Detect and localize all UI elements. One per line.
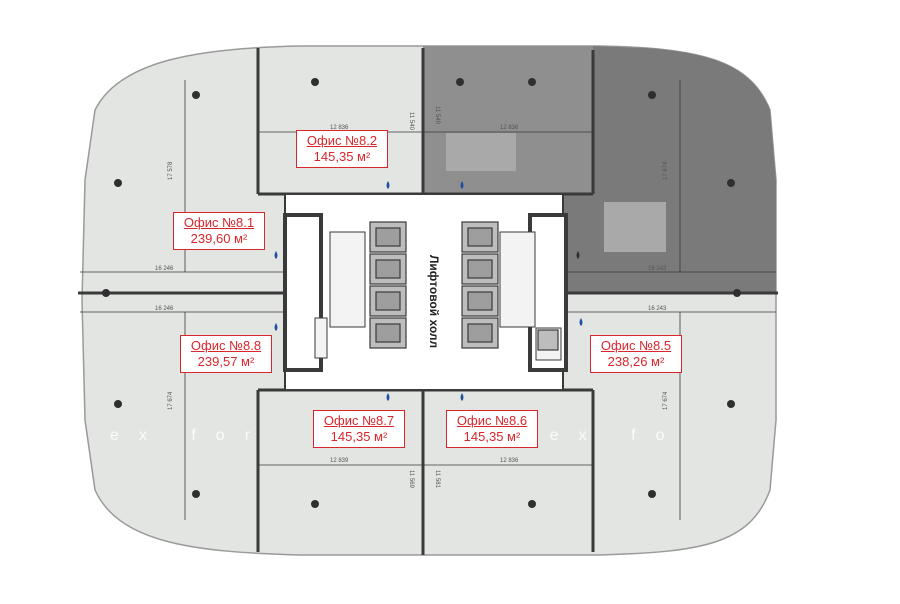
office-title: Офис №8.7 (323, 413, 395, 428)
office-title: Офис №8.2 (306, 133, 378, 148)
dim-right-width-lower: 16 243 (648, 306, 667, 312)
office-label-8-1[interactable]: Офис №8.1 239,60 м² (173, 212, 265, 250)
dim-left-width-lower: 16 246 (155, 306, 174, 312)
office-label-8-5[interactable]: Офис №8.5 238,26 м² (590, 335, 682, 373)
building-core (283, 193, 568, 391)
office-label-8-2[interactable]: Офис №8.2 145,35 м² (296, 130, 388, 168)
dim-top-height-left: 11 540 (408, 112, 414, 131)
office-title: Офис №8.5 (600, 338, 672, 353)
office-area: 239,60 м² (190, 231, 248, 246)
dim-bottom-right-width: 12 836 (500, 458, 519, 464)
office-area: 238,26 м² (607, 354, 665, 369)
watermark-left: ex for (110, 427, 270, 444)
office-title: Офис №8.6 (456, 413, 528, 428)
dim-left-height-lower: 17 674 (168, 391, 174, 410)
office-label-8-8[interactable]: Офис №8.8 239,57 м² (180, 335, 272, 373)
dim-top-height-right: 11 549 (434, 106, 440, 125)
office-label-8-6[interactable]: Офис №8.6 145,35 м² (446, 410, 538, 448)
elevators (369, 221, 559, 351)
office-label-8-7[interactable]: Офис №8.7 145,35 м² (313, 410, 405, 448)
office-area: 145,35 м² (313, 149, 371, 164)
watermark-right: rtex fo (500, 427, 684, 444)
dim-right-height: 17 674 (663, 161, 669, 180)
office-area: 239,57 м² (197, 354, 255, 369)
dim-right-height-lower: 17 674 (663, 391, 669, 410)
rented-zone (423, 46, 776, 293)
elevator-hall-label: Лифтовой холл (427, 255, 441, 348)
structural-columns (102, 78, 741, 508)
dim-right-width-upper: 16 243 (648, 266, 667, 272)
water-point-icons (274, 181, 583, 401)
dim-bottom-height-left: 11 569 (408, 470, 414, 489)
dim-left-width-upper: 16 246 (155, 266, 174, 272)
office-area: 145,35 м² (463, 429, 521, 444)
office-area: 145,35 м² (330, 429, 388, 444)
office-title: Офис №8.1 (183, 215, 255, 230)
dimension-labels: 12 836 12 836 11 540 11 549 17 578 17 67… (155, 106, 669, 489)
dim-bottom-left-width: 12 839 (330, 458, 349, 464)
dim-left-height: 17 578 (168, 161, 174, 180)
dim-bottom-height-right: 11 581 (434, 470, 440, 489)
dim-top-right-width: 12 836 (500, 125, 519, 131)
office-title: Офис №8.8 (190, 338, 262, 353)
dim-top-left-width: 12 836 (330, 125, 349, 131)
